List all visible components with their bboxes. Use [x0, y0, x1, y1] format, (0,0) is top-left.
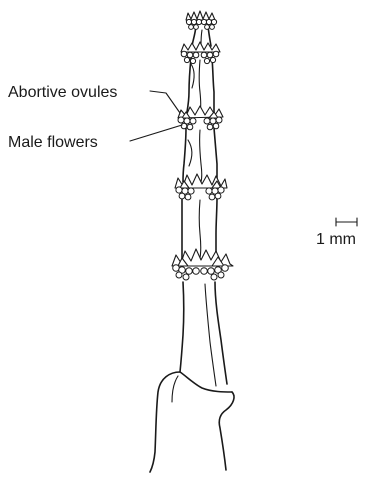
abortive-ovules-leader	[150, 91, 180, 113]
scale-bar-label: 1 mm	[316, 231, 356, 248]
flower-whorl-3	[178, 106, 223, 130]
stalk	[180, 26, 227, 386]
flower-whorl-5	[172, 249, 233, 280]
abortive-ovules-label: Abortive ovules	[8, 84, 117, 101]
spathe-base	[150, 372, 234, 472]
male-flowers-leader	[130, 125, 182, 141]
male-flowers-label: Male flowers	[8, 134, 98, 151]
flower-whorl-1	[186, 11, 217, 29]
scale-bar	[336, 218, 357, 226]
